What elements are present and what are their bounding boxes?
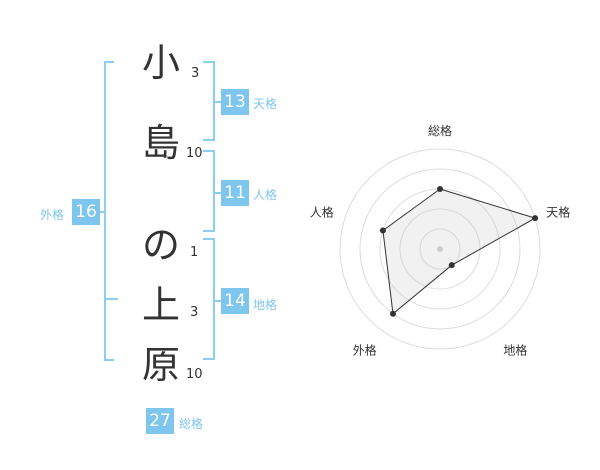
- stroke-count-3: 1: [190, 245, 199, 260]
- radar-ring-1: [419, 228, 461, 270]
- jinkaku-connector: [215, 192, 221, 194]
- radar-point-1: [437, 186, 443, 192]
- stroke-count-2: 10: [186, 146, 203, 161]
- name-char-3: の: [142, 223, 181, 267]
- jinkaku-bracket: [203, 150, 215, 232]
- radar-ring-5: [339, 148, 541, 350]
- gaikaku-connector: [100, 211, 106, 213]
- soukaku-value: 27: [146, 408, 174, 434]
- name-char-1: 小: [142, 41, 181, 85]
- radar-ring-4: [359, 168, 521, 330]
- radar-polygon: [382, 188, 537, 315]
- tenkaku-label: 天格: [253, 97, 278, 111]
- tenkaku-connector: [215, 101, 221, 103]
- stroke-count-5: 10: [186, 367, 203, 382]
- chikaku-bracket: [203, 238, 215, 360]
- radar-axis-label-3: 地格: [503, 342, 527, 357]
- radar-point-2: [532, 215, 539, 222]
- tenkaku-bracket: [203, 61, 215, 141]
- radar-point-3: [448, 262, 455, 269]
- radar-axis-label-4: 外格: [353, 342, 377, 357]
- tenkaku-value: 13: [221, 89, 249, 115]
- radar-axis-label-1: 総格: [428, 123, 452, 138]
- gaikaku-tick: [104, 298, 118, 300]
- radar-axis-label-5: 人格: [310, 205, 334, 220]
- jinkaku-value: 11: [221, 180, 249, 206]
- jinkaku-label: 人格: [253, 188, 278, 202]
- radar-point-5: [379, 227, 386, 234]
- stroke-count-4: 3: [190, 305, 199, 320]
- stroke-count-1: 3: [191, 66, 200, 81]
- chikaku-label: 地格: [253, 298, 278, 312]
- chikaku-value: 14: [221, 288, 249, 314]
- radar-center: [437, 246, 443, 252]
- name-char-5: 原: [142, 343, 181, 387]
- name-char-2: 島: [142, 121, 181, 165]
- chikaku-connector: [215, 300, 221, 302]
- gaikaku-label: 外格: [40, 208, 65, 222]
- name-char-4: 上: [142, 283, 181, 327]
- radar-axis-label-2: 天格: [546, 205, 570, 220]
- gaikaku-value: 16: [72, 199, 100, 225]
- radar-point-4: [389, 310, 396, 317]
- soukaku-label: 総格: [179, 417, 204, 431]
